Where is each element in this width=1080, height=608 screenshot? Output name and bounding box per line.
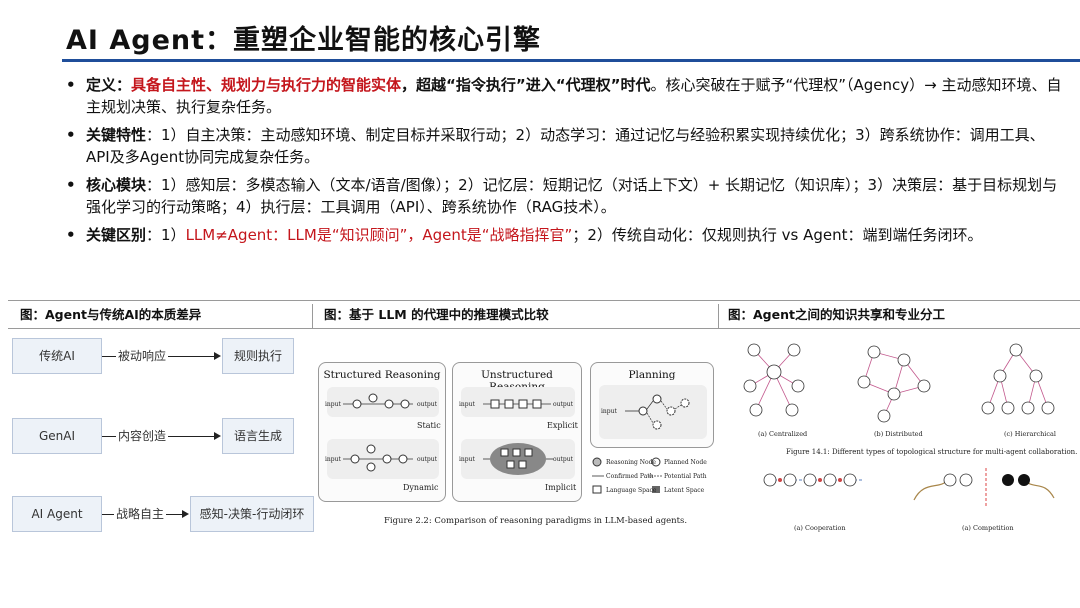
multi-agent-topology-figure: (a) Centralized (b) Distributed (c) Hier… (724, 330, 1080, 550)
diagram-row: 传统AI 被动响应 规则执行 (10, 338, 310, 378)
explicit-label: Explicit (547, 421, 578, 430)
bullet-list: • 定义：具备自主性、规划力与执行力的智能实体，超越“指令执行”进入“代理权”时… (62, 74, 1062, 252)
target-box: 规则执行 (222, 338, 294, 374)
target-box: 感知-决策-行动闭环 (190, 496, 314, 532)
unstructured-graph (461, 387, 575, 479)
bullet-modules: • 核心模块：1）感知层：多模态输入（文本/语音/图像）；2）记忆层：短期记忆（… (62, 174, 1062, 218)
features-text: ：1）自主决策：主动感知环境、制定目标并采取行动；2）动态学习：通过记忆与经验积… (86, 126, 1045, 166)
legend-planned-node: Planned Node (664, 459, 707, 466)
bullet-label: 核心模块 (86, 176, 147, 194)
legend-potential-path: Potential Path (664, 473, 707, 480)
panels-head-rule (8, 328, 1080, 329)
bullet-label: 关键特性 (86, 126, 147, 144)
output-label: output (417, 401, 438, 408)
bullet-features: • 关键特性：1）自主决策：主动感知环境、制定目标并采取行动；2）动态学习：通过… (62, 124, 1062, 168)
input-label: input (459, 401, 475, 408)
card-title: Planning (628, 369, 676, 381)
label-hierarchical: (c) Hierarchical (1004, 430, 1056, 438)
legend-reasoning-node: Reasoning Node (606, 459, 656, 466)
arrow-label: 战略自主 (114, 505, 167, 523)
legend-confirmed-path: Confirmed Path (606, 473, 654, 480)
legend-glyphs (592, 457, 662, 494)
topology-graphs (743, 343, 1055, 506)
diagram-row: GenAI 内容创造 语言生成 (10, 418, 310, 458)
bullet-differences: • 关键区别：1）LLM≠Agent：LLM是“知识顾问”，Agent是“战略指… (62, 224, 1062, 246)
title-underline (62, 59, 1080, 62)
agent-vs-ai-diagram: 传统AI 被动响应 规则执行 GenAI 内容创造 语言生成 AI Agent … (10, 330, 314, 550)
label-cooperation: (a) Cooperation (794, 524, 846, 532)
bullet-dot: • (66, 126, 76, 144)
input-label: input (601, 408, 617, 415)
panel1-heading: 图：Agent与传统AI的本质差异 (20, 307, 202, 322)
label-centralized: (a) Centralized (758, 430, 808, 438)
legend-language-space: Language Space (606, 487, 657, 494)
bullet-colon: ： (116, 76, 132, 94)
arrow-label: 内容创造 (116, 427, 169, 445)
source-box: AI Agent (12, 496, 102, 532)
planning-graph (599, 385, 707, 439)
panel2-heading: 图：基于 LLM 的代理中的推理模式比较 (324, 307, 549, 322)
definition-bold: ，超越“指令执行”进入“代理权”时代 (401, 76, 651, 94)
panel-separator (312, 304, 313, 328)
structured-graph (327, 387, 439, 479)
panel-separator (718, 304, 719, 328)
input-label: input (325, 401, 341, 408)
planning-card: Planning input (590, 362, 714, 448)
arrow-head (214, 352, 221, 360)
figure-caption: Figure 14.1: Different types of topologi… (786, 448, 1078, 456)
differences-pre: ：1） (146, 226, 186, 244)
modules-text: ：1）感知层：多模态输入（文本/语音/图像）；2）记忆层：短期记忆（对话上下文）… (86, 176, 1058, 216)
label-competition: (a) Competition (962, 524, 1014, 532)
structured-reasoning-card: Structured Reasoning input output Static… (318, 362, 446, 502)
input-label: input (325, 456, 341, 463)
arrow-head (214, 432, 221, 440)
differences-highlight: LLM≠Agent：LLM是“知识顾问”，Agent是“战略指挥官” (185, 226, 573, 244)
static-label: Static (417, 421, 441, 430)
arrow-head (182, 510, 189, 518)
bullet-label: 定义 (86, 76, 117, 94)
legend-latent-space: Latent Space (664, 487, 705, 494)
definition-text: 。核心突破在于赋予“代理权”（Agency）→ 主动感知环境、自主规划决策、执行… (86, 76, 1062, 116)
input-label: input (459, 456, 475, 463)
output-label: output (553, 456, 574, 463)
arrow-label: 被动响应 (116, 347, 169, 365)
panel3-heading: 图：Agent之间的知识共享和专业分工 (728, 307, 945, 322)
source-box: GenAI (12, 418, 102, 454)
bullet-dot: • (66, 226, 76, 244)
bullet-dot: • (66, 176, 76, 194)
page-title: AI Agent：重塑企业智能的核心引擎 (66, 25, 542, 56)
output-label: output (417, 456, 438, 463)
reasoning-paradigms-figure: Structured Reasoning input output Static… (314, 330, 718, 550)
target-box: 语言生成 (222, 418, 294, 454)
card-title: Structured Reasoning (323, 369, 441, 381)
label-distributed: (b) Distributed (874, 430, 923, 438)
bullet-dot: • (66, 76, 76, 94)
panels-top-rule (8, 300, 1080, 301)
differences-text: ；2）传统自动化：仅规则执行 vs Agent：端到端任务闭环。 (572, 226, 983, 244)
dynamic-label: Dynamic (403, 483, 439, 492)
diagram-row: AI Agent 战略自主 感知-决策-行动闭环 (10, 496, 314, 536)
bullet-definition: • 定义：具备自主性、规划力与执行力的智能实体，超越“指令执行”进入“代理权”时… (62, 74, 1062, 118)
unstructured-reasoning-card: Unstructured Reasoning input output Expl… (452, 362, 582, 502)
figure-caption: Figure 2.2: Comparison of reasoning para… (384, 516, 688, 526)
output-label: output (553, 401, 574, 408)
implicit-label: Implicit (545, 483, 577, 492)
source-box: 传统AI (12, 338, 102, 374)
definition-highlight: 具备自主性、规划力与执行力的智能实体 (131, 76, 402, 94)
bullet-label: 关键区别 (86, 226, 147, 244)
